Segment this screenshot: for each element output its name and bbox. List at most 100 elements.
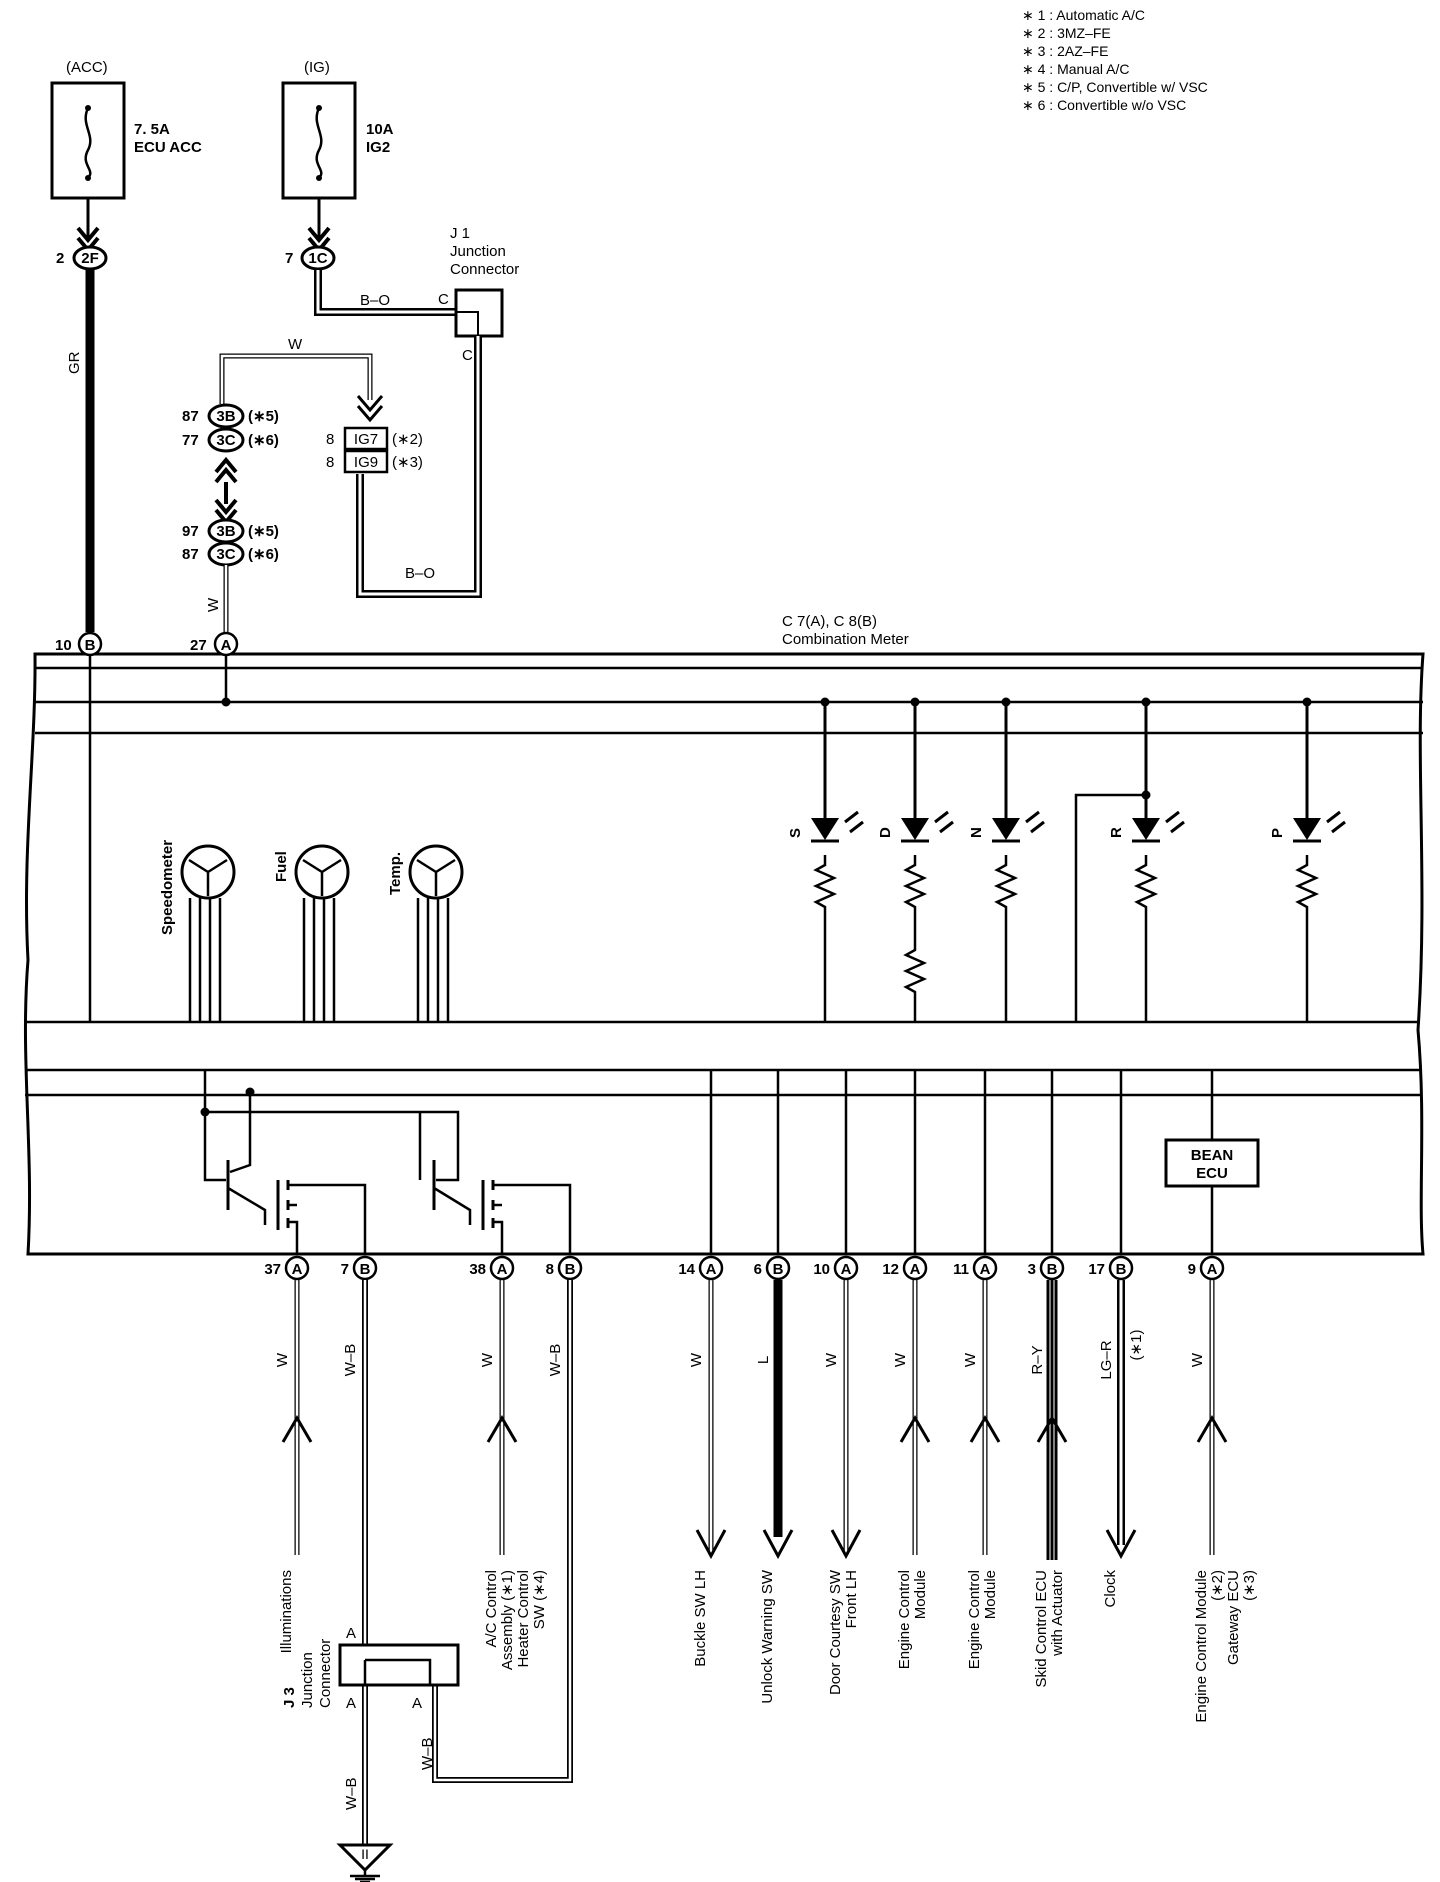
bottom-pin-3: B8W–B (546, 1255, 583, 1377)
bottom-pin-code-1: B (360, 1261, 371, 1278)
split-upper-0-code: 3B (216, 408, 235, 425)
connector-1c-code: 1C (308, 250, 327, 267)
arrow-out-icon (830, 1529, 862, 1560)
gauge-speedometer: Speedometer (159, 840, 236, 1022)
bottom-pin-number-2: 38 (469, 1261, 486, 1278)
light-rays-icon (1025, 810, 1045, 834)
light-rays-icon (1165, 810, 1185, 834)
wire-w-mid-label: W (205, 597, 222, 612)
ig7-pin: 8 (326, 431, 334, 448)
led-icon (1132, 818, 1160, 840)
wire-w-top-label: W (288, 336, 303, 353)
bottom-pin-dest-2-3: SW (∗4) (531, 1570, 548, 1629)
note-4: ∗ 4 : Manual A/C (1022, 61, 1129, 77)
fuse-acc-output: 2F 2 (56, 198, 108, 271)
bottom-pin-code-4: A (706, 1261, 717, 1278)
meter-top-pin-0: 10 (55, 637, 72, 654)
meter-line1: C 7(A), C 8(B) (782, 613, 877, 630)
bottom-pin-wire-8: W (962, 1352, 979, 1367)
resistor-icon (812, 855, 838, 1022)
bottom-pin-dest-11-0: Engine Control Module (1193, 1570, 1210, 1723)
connector-chevron-icon (214, 456, 238, 474)
fuse-acc-supply: (ACC) (66, 59, 108, 76)
fuse-acc-name: ECU ACC (134, 139, 202, 156)
indicator-r: R (1074, 697, 1185, 1022)
connector-1c (300, 245, 336, 271)
junction-connector-j3: J 3 Junction Connector A A A (281, 1625, 460, 1712)
bean-ecu-line1: BEAN (1191, 1147, 1234, 1164)
gauge-temp-label: Temp. (387, 852, 404, 895)
gauge-speedometer-label: Speedometer (159, 840, 176, 935)
indicator-n: N (968, 697, 1045, 1022)
bottom-pin-wire-3: W–B (547, 1344, 564, 1377)
indicator-p: P (1269, 697, 1346, 1022)
meter-outline (23, 652, 1425, 1256)
bottom-pin-code-2: A (497, 1261, 508, 1278)
led-icon (992, 818, 1020, 840)
bottom-pin-dest-11-1: (∗2) (1209, 1570, 1226, 1601)
j3-term-a-left: A (346, 1695, 356, 1712)
j3-right-wire-label: W–B (419, 1737, 436, 1770)
fuse-ecu-acc: (ACC) 7. 5A ECU ACC (50, 59, 202, 200)
connector-chevron-icon (356, 395, 384, 413)
connector-chevron-icon (214, 498, 238, 516)
j3-term-a-right: A (412, 1695, 422, 1712)
bottom-pin-code-11: A (1207, 1261, 1218, 1278)
resistor-icon (1294, 855, 1320, 1022)
bottom-pin-dest-8-0: Engine Control (966, 1570, 983, 1669)
wb-ground-wires (362, 1280, 573, 1845)
wire-bo-bottom: B–O (356, 336, 482, 598)
gauge-fuel: Fuel (273, 844, 350, 1022)
split-upper-0-pin: 87 (182, 408, 199, 425)
j1-term-c2: C (462, 347, 473, 364)
led-icon (811, 818, 839, 840)
bottom-pin-dest-8-1: Module (982, 1570, 999, 1619)
bean-ecu-line2: ECU (1196, 1165, 1228, 1182)
bottom-pin-dest-11-3: (∗3) (1241, 1570, 1258, 1601)
indicator-r-label: R (1108, 827, 1125, 838)
led-icon (1293, 818, 1321, 840)
bottom-pin-wire-9: R–Y (1029, 1345, 1046, 1374)
combination-meter: C 7(A), C 8(B) Combination Meter 10 B 27… (23, 613, 1425, 1256)
split-lower-1-note: (∗6) (248, 546, 279, 563)
bottom-pin-wire-11: W (1189, 1352, 1206, 1367)
bottom-pin-number-1: 7 (341, 1261, 349, 1278)
split-upper-1-note: (∗6) (248, 432, 279, 449)
bottom-pin-wire-4: W (688, 1352, 705, 1367)
bottom-pin-dest-9-1: with Actuator (1049, 1570, 1066, 1657)
ig-connectors: IG7 8 (∗2) IG9 8 (∗3) (326, 426, 423, 474)
indicator-d: D (877, 697, 954, 1022)
ground-point: W–B W–B II (336, 1737, 436, 1882)
j3-line2: Connector (317, 1639, 334, 1708)
meter-top-code-0: B (85, 637, 96, 654)
bottom-pin-dest-2-0: A/C Control (483, 1570, 500, 1648)
bottom-pin-number-3: 8 (546, 1261, 554, 1278)
indicator-n-label: N (968, 827, 985, 838)
bottom-pin-dest-10-0: Clock (1102, 1570, 1119, 1608)
arrow-in-icon (281, 1415, 313, 1443)
fuse-symbol-icon (315, 107, 323, 179)
j3-line1: Junction (299, 1652, 316, 1708)
note-3: ∗ 3 : 2AZ–FE (1022, 43, 1108, 59)
light-rays-icon (844, 810, 864, 834)
connector-chevron-icon (356, 405, 384, 423)
bottom-pin-wire-1: W–B (342, 1344, 359, 1377)
meter-line2: Combination Meter (782, 631, 909, 648)
arrow-in-icon (969, 1415, 1001, 1443)
split-lower-0-pin: 97 (182, 523, 199, 540)
fuse-ig-supply: (IG) (304, 59, 330, 76)
ig7-code: IG7 (354, 431, 378, 448)
led-icon (901, 818, 929, 840)
gauge-fuel-label: Fuel (273, 851, 290, 882)
ground-wire-label: W–B (343, 1777, 360, 1810)
arrow-out-icon (695, 1529, 727, 1560)
note-5: ∗ 5 : C/P, Convertible w/ VSC (1022, 79, 1208, 95)
note-6: ∗ 6 : Convertible w/o VSC (1022, 97, 1186, 113)
bottom-pin-code-10: B (1116, 1261, 1127, 1278)
wire-bo-top-label: B–O (360, 292, 390, 309)
connector-2f-pin: 2 (56, 250, 64, 267)
wire-bo-top: B–O (314, 270, 455, 316)
